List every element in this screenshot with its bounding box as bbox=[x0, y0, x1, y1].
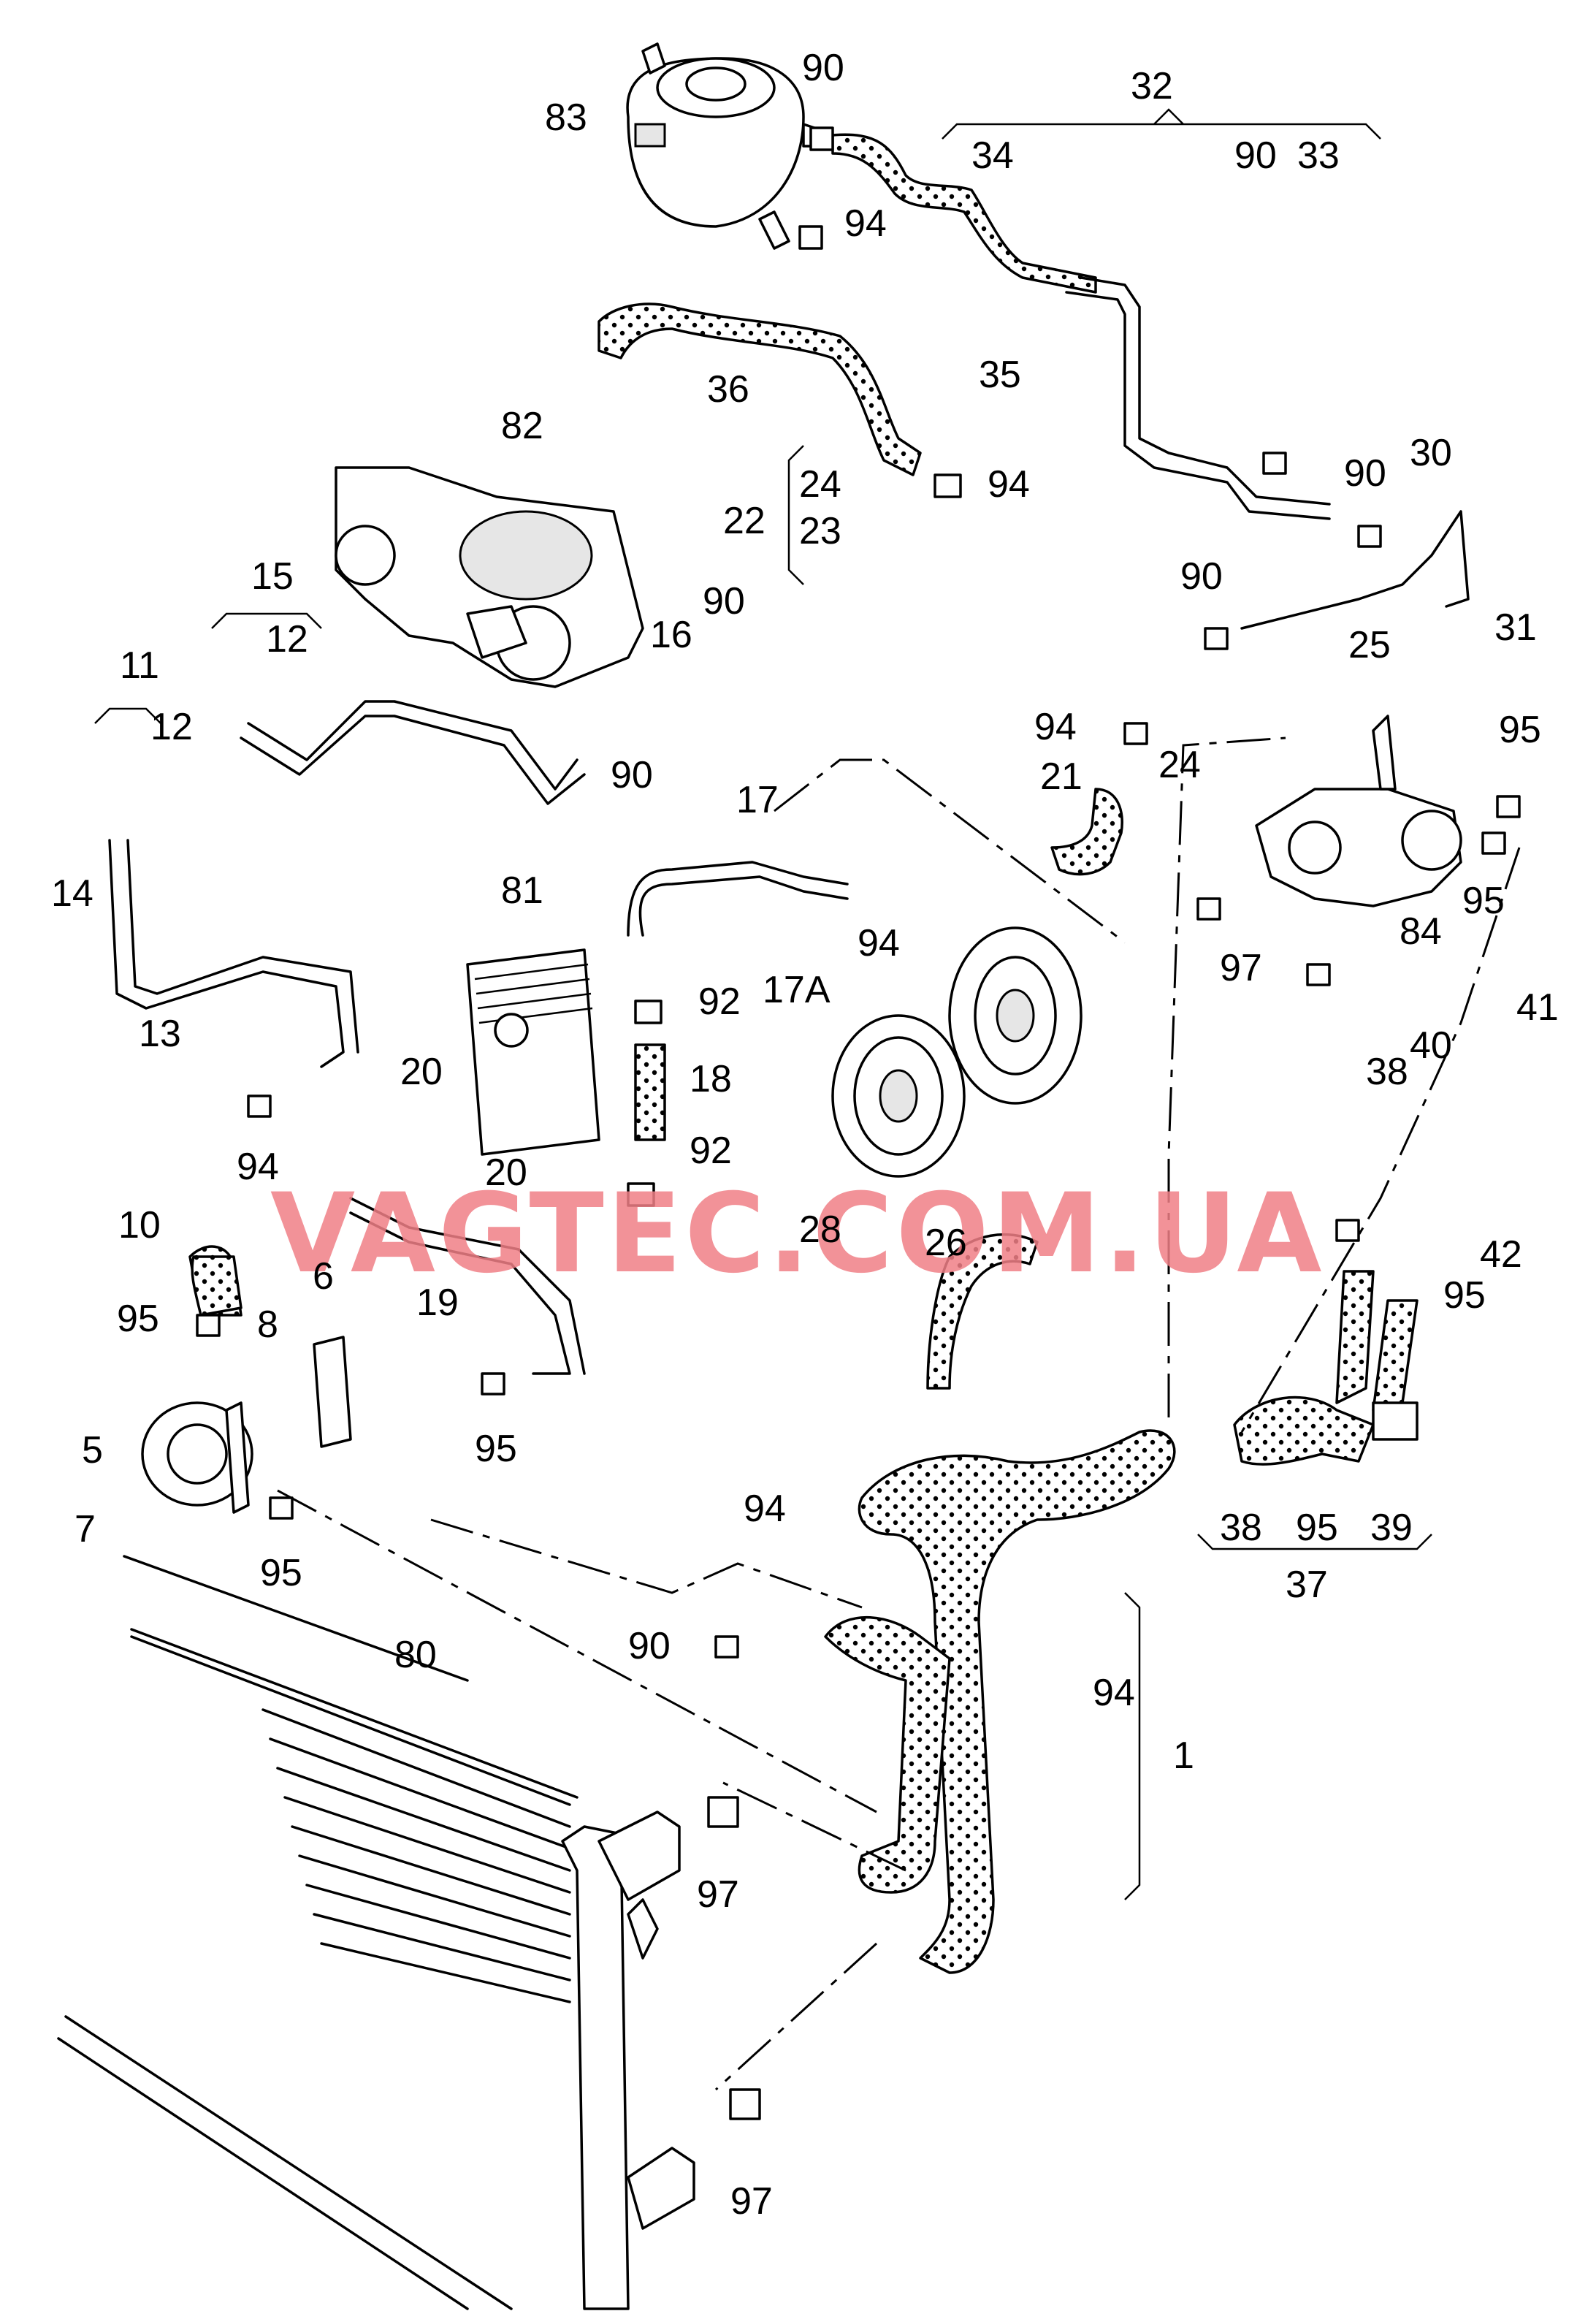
part-label: 92 bbox=[698, 981, 741, 1023]
part-label: 17 bbox=[736, 779, 779, 821]
pulleys bbox=[831, 926, 1083, 1178]
part-label: 32 bbox=[1131, 65, 1173, 107]
part-label: 25 bbox=[1348, 624, 1391, 666]
part-label: 5 bbox=[82, 1429, 103, 1471]
part-label: 94 bbox=[988, 463, 1030, 506]
part-label: 15 bbox=[251, 555, 294, 598]
part-label: 94 bbox=[858, 922, 900, 964]
part-label: 97 bbox=[730, 2180, 773, 2223]
part-label: 36 bbox=[707, 368, 749, 411]
part-label: 90 bbox=[1234, 134, 1277, 177]
part-label: 7 bbox=[75, 1508, 96, 1550]
watermark-text: VAGTEC.COM.UA bbox=[270, 1170, 1324, 1298]
part-label: 94 bbox=[237, 1146, 279, 1188]
water-pump bbox=[141, 1336, 352, 1514]
part-label: 97 bbox=[1220, 947, 1262, 989]
part-label: 95 bbox=[260, 1552, 302, 1594]
part-label: 95 bbox=[1499, 709, 1541, 751]
part-label: 94 bbox=[1093, 1672, 1135, 1714]
part-label: 16 bbox=[650, 614, 692, 656]
part-label: 18 bbox=[690, 1058, 732, 1100]
part-label: 37 bbox=[1286, 1564, 1328, 1606]
radiator bbox=[57, 1555, 695, 2310]
part-label: 90 bbox=[1344, 452, 1386, 495]
part-label: 8 bbox=[257, 1303, 278, 1346]
part-label: 39 bbox=[1370, 1507, 1413, 1549]
part-label: 38 bbox=[1220, 1507, 1262, 1549]
part-label: 41 bbox=[1516, 986, 1559, 1029]
part-label: 90 bbox=[1180, 555, 1223, 598]
turbo-manifold bbox=[335, 466, 644, 688]
part-label: 38 bbox=[1366, 1051, 1408, 1093]
part-label: 94 bbox=[844, 202, 887, 245]
part-label: 14 bbox=[51, 872, 93, 915]
part-label: 90 bbox=[628, 1625, 671, 1667]
part-label: 92 bbox=[690, 1130, 732, 1172]
part-label: 20 bbox=[485, 1151, 527, 1194]
part-label: 19 bbox=[416, 1282, 459, 1324]
part-label: 40 bbox=[1410, 1024, 1452, 1067]
part-label: 11 bbox=[120, 644, 159, 687]
thermostat-housing bbox=[1255, 715, 1462, 907]
part-label: 12 bbox=[266, 618, 308, 660]
leader-lines bbox=[94, 108, 1521, 2091]
part-label: 90 bbox=[703, 580, 745, 623]
part-label: 82 bbox=[501, 405, 543, 447]
part-label: 95 bbox=[475, 1428, 517, 1470]
part-label: 24 bbox=[799, 463, 841, 506]
part-label: 95 bbox=[1296, 1507, 1338, 1549]
part-label: 10 bbox=[118, 1204, 161, 1246]
oil-cooler bbox=[466, 948, 600, 1156]
part-label: 95 bbox=[117, 1298, 159, 1340]
part-label: 34 bbox=[971, 134, 1014, 177]
part-label: 33 bbox=[1297, 134, 1340, 177]
part-label: 94 bbox=[1034, 706, 1077, 748]
pipes bbox=[108, 276, 1470, 1375]
part-label: 95 bbox=[1462, 880, 1505, 922]
part-label: 22 bbox=[723, 500, 765, 542]
part-label: 42 bbox=[1480, 1233, 1522, 1276]
part-label: 94 bbox=[744, 1488, 786, 1530]
expansion-tank bbox=[626, 42, 827, 250]
part-label: 1 bbox=[1173, 1735, 1194, 1777]
part-label: 21 bbox=[1040, 755, 1083, 798]
part-label: 30 bbox=[1410, 432, 1452, 474]
part-label: 97 bbox=[697, 1873, 739, 1916]
part-label: 6 bbox=[313, 1255, 334, 1298]
part-label: 35 bbox=[979, 354, 1021, 396]
part-label: 24 bbox=[1158, 744, 1201, 786]
part-labels: 83 90 32 34 90 33 94 36 35 82 24 22 23 9… bbox=[51, 47, 1559, 2223]
hoses bbox=[188, 133, 1419, 1974]
part-label: 20 bbox=[400, 1051, 443, 1093]
part-label: 90 bbox=[802, 47, 844, 89]
part-label: 23 bbox=[799, 510, 841, 552]
part-label: 17A bbox=[763, 969, 831, 1011]
part-label: 31 bbox=[1494, 606, 1537, 649]
part-label: 26 bbox=[925, 1222, 967, 1264]
part-label: 28 bbox=[799, 1208, 841, 1251]
part-label: 84 bbox=[1400, 910, 1442, 953]
part-label: 83 bbox=[545, 96, 587, 139]
part-label: 13 bbox=[139, 1013, 181, 1055]
part-label: 81 bbox=[501, 869, 543, 912]
part-label: 90 bbox=[611, 754, 653, 796]
part-label: 12 bbox=[150, 706, 193, 748]
part-label: 80 bbox=[394, 1634, 437, 1676]
part-label: 95 bbox=[1443, 1274, 1486, 1317]
clamps bbox=[196, 126, 1521, 2120]
